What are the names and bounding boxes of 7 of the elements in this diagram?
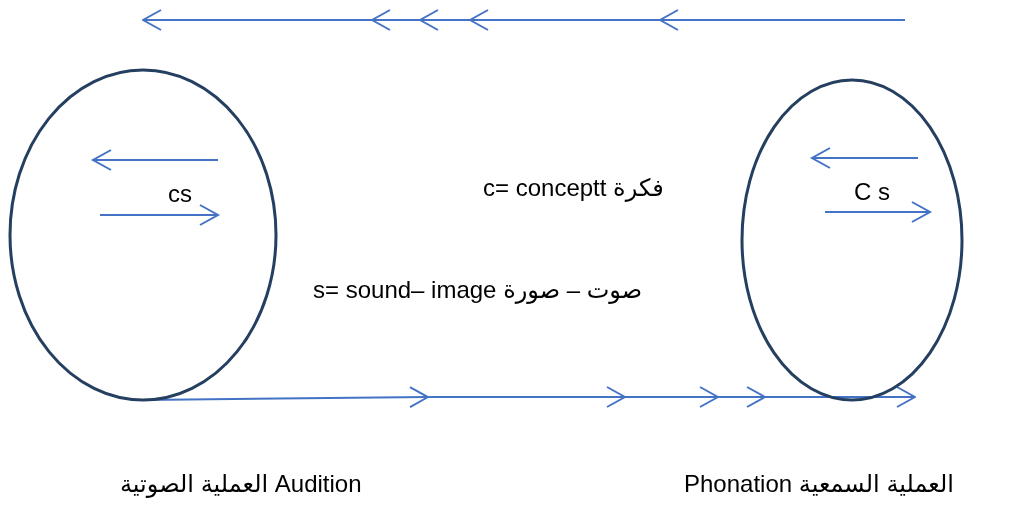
text-label: العملية الصوتية Audition [120, 472, 362, 496]
text-label: Phonation العملية السمعية [684, 472, 954, 496]
arrow [142, 9, 906, 31]
text-label: c= conceptt فكرة [483, 176, 664, 200]
text-label: s= sound– image صوت – صورة [313, 278, 643, 302]
node-label: C s [854, 180, 890, 204]
node-label: cs [168, 182, 192, 206]
